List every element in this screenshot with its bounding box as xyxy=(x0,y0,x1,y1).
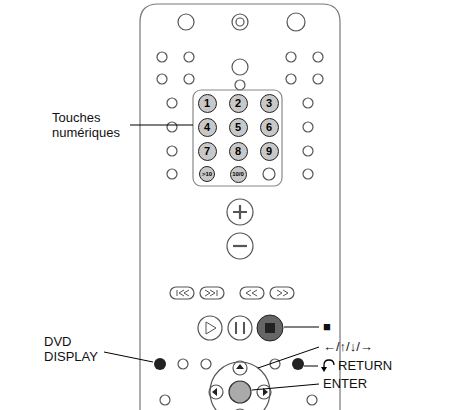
callout-label: Touches numériques xyxy=(52,110,130,140)
button-digit: 4 xyxy=(204,122,210,133)
callout-label: ←/↑/↓/→ xyxy=(323,339,373,354)
number-button: 9 xyxy=(260,142,279,161)
callout-label: RETURN xyxy=(338,358,392,373)
remote-body xyxy=(140,4,340,410)
callout-label: ENTER xyxy=(323,376,367,391)
number-button: 1 xyxy=(198,94,217,113)
button-digit: 2 xyxy=(235,98,241,109)
number-button: 7 xyxy=(198,142,217,161)
return-symbol-head xyxy=(321,367,327,372)
number-button: 10/0 xyxy=(230,166,247,183)
button-digit: 7 xyxy=(204,146,210,157)
number-button: 5 xyxy=(229,118,248,137)
number-button: >10 xyxy=(199,166,215,182)
button-digit: 1 xyxy=(204,98,210,109)
button-digit: 9 xyxy=(266,146,272,157)
number-button: 2 xyxy=(229,94,248,113)
button-digit: 3 xyxy=(266,98,272,109)
button-digit: >10 xyxy=(202,171,212,177)
number-button: 4 xyxy=(198,118,217,137)
number-button: 8 xyxy=(229,142,248,161)
button-digit: 5 xyxy=(235,122,241,133)
number-button: 6 xyxy=(260,118,279,137)
button-digit: 8 xyxy=(235,146,241,157)
stop-symbol: ■ xyxy=(323,319,331,334)
button-digit: 6 xyxy=(266,122,272,133)
number-button: 3 xyxy=(260,94,279,113)
callout-label: DVD DISPLAY xyxy=(44,334,102,364)
button-digit: 10/0 xyxy=(232,171,244,177)
